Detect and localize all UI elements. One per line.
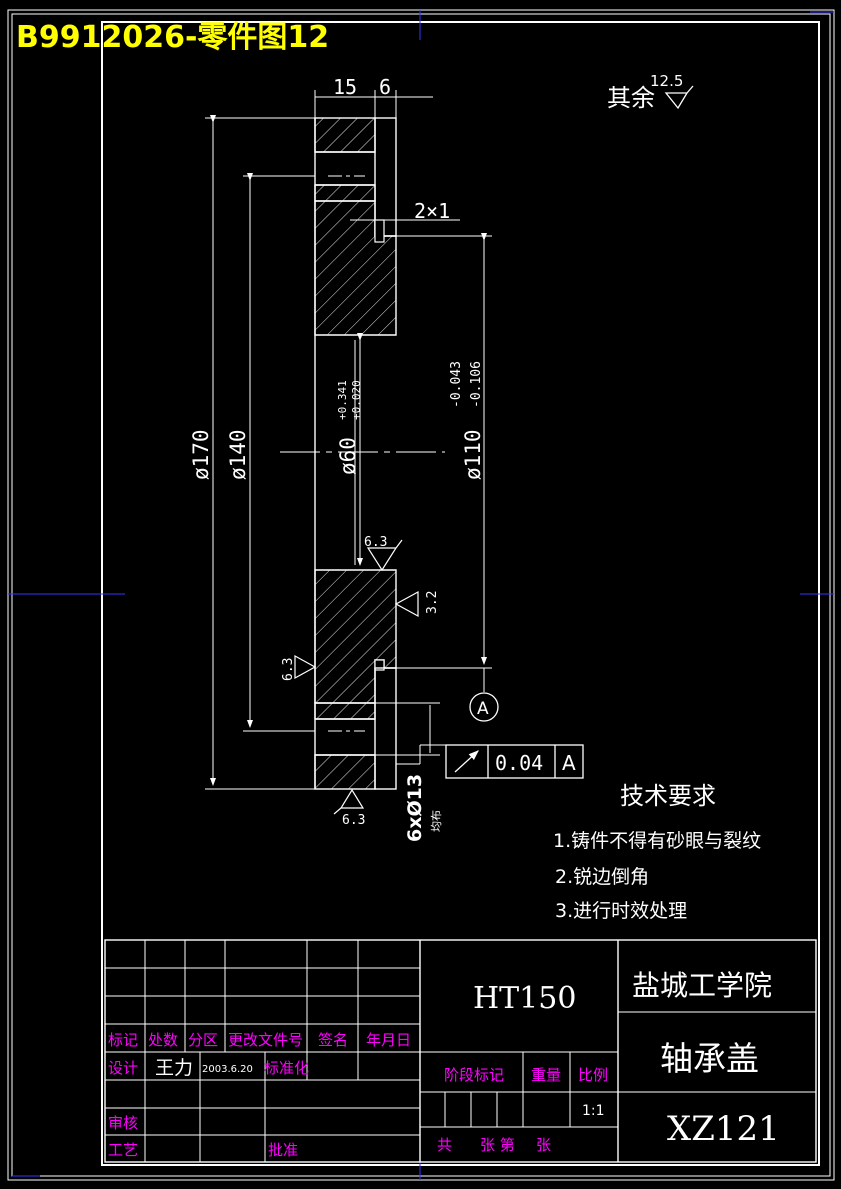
label-count: 处数: [148, 1031, 178, 1049]
roughness-symbol-4: 6.3: [333, 788, 365, 828]
dim-holes-note: 均布: [430, 810, 443, 832]
scale-value: 1:1: [582, 1103, 605, 1119]
dimension-lines: [205, 90, 492, 790]
tolerance-datum: A: [562, 751, 576, 775]
dim-d60-tol-lower: +0.020: [350, 380, 363, 420]
sheet-center-marks: [8, 10, 834, 1180]
surface-note-prefix: 其余: [607, 84, 655, 112]
school-name: 盐城工学院: [632, 969, 772, 1002]
dim-holes: 6xØ13: [404, 774, 426, 842]
roughness-symbol-3: 6.3: [281, 654, 317, 681]
label-change-doc: 更改文件号: [228, 1031, 303, 1049]
label-sign: 签名: [318, 1031, 348, 1049]
design-date: 2003.6.20: [202, 1064, 253, 1075]
roughness-value-2: 3.2: [425, 591, 440, 614]
part-name: 轴承盖: [660, 1039, 759, 1078]
datum-label: A: [477, 699, 489, 719]
requirement-item: 2.锐边倒角: [555, 866, 649, 888]
dim-d60: ø60: [336, 437, 360, 475]
technical-requirements: 技术要求 1.铸件不得有砂眼与裂纹 2.锐边倒角 3.进行时效处理: [553, 782, 761, 922]
label-stage-mark: 阶段标记: [444, 1066, 504, 1084]
label-total-sheets: 共: [437, 1136, 452, 1154]
roughness-symbol-2: 3.2: [394, 591, 440, 618]
drawing-code: XZ121: [667, 1109, 780, 1149]
label-weight: 重量: [531, 1066, 561, 1084]
label-design: 设计: [108, 1059, 138, 1077]
tolerance-frame: 0.04 A: [445, 744, 584, 779]
dim-width-15: 15: [333, 75, 357, 99]
dim-d60-tol-upper: +0.341: [336, 380, 349, 420]
part-section: [280, 117, 445, 790]
requirement-item: 3.进行时效处理: [555, 900, 687, 922]
label-sheet: 张: [536, 1136, 551, 1154]
drawing-title: B9912026-零件图12: [16, 20, 329, 55]
dim-chamfer: 2×1: [414, 199, 450, 223]
surface-note-value: 12.5: [650, 72, 683, 90]
dim-d110: ø110: [461, 429, 485, 480]
tolerance-value: 0.04: [495, 751, 543, 775]
dim-d110-tol-upper: -0.043: [449, 361, 464, 408]
surface-roughness-note: 其余 12.5: [607, 72, 694, 112]
roughness-value-3: 6.3: [281, 658, 296, 681]
sheet-border: [7, 9, 835, 1181]
datum-marker: A: [469, 692, 499, 722]
label-scale: 比例: [578, 1066, 608, 1084]
label-mark: 标记: [108, 1031, 138, 1049]
title-block: [104, 939, 817, 1163]
roughness-symbol-1: 6.3: [364, 535, 403, 572]
label-zone: 分区: [188, 1031, 218, 1049]
requirement-item: 1.铸件不得有砂眼与裂纹: [553, 830, 761, 852]
title-block-labels: 标记 处数 分区 更改文件号 签名 年月日 设计 标准化 审核 工艺 批准 阶段…: [108, 1031, 608, 1159]
dim-width-6: 6: [379, 75, 391, 99]
roughness-value-4: 6.3: [342, 813, 365, 828]
requirements-heading: 技术要求: [620, 782, 716, 810]
designer-name: 王力: [155, 1057, 193, 1079]
dim-d170: ø170: [189, 429, 213, 480]
label-date: 年月日: [366, 1031, 411, 1049]
label-review: 审核: [108, 1114, 138, 1132]
material: HT150: [473, 981, 576, 1016]
label-approve: 批准: [268, 1141, 298, 1159]
label-standardize: 标准化: [264, 1059, 309, 1077]
label-process: 工艺: [108, 1141, 138, 1159]
dim-d110-tol-lower: -0.106: [469, 361, 484, 408]
label-sheets-of: 张 第: [480, 1136, 515, 1154]
roughness-value-1: 6.3: [364, 535, 387, 550]
dim-d140: ø140: [226, 429, 250, 480]
